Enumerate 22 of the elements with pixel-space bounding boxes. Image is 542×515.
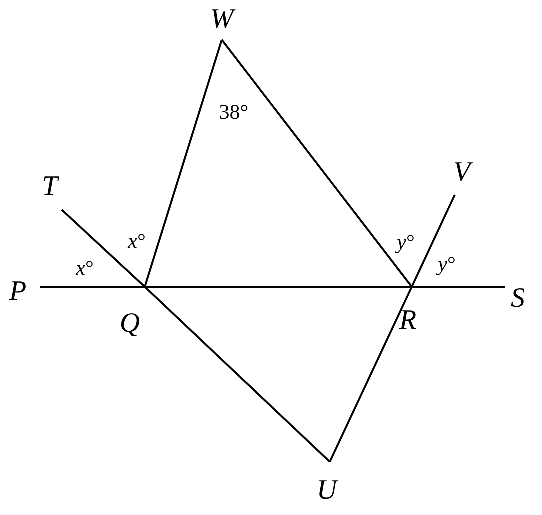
line-segment xyxy=(145,286,412,288)
point-label: U xyxy=(315,476,339,506)
angle-label: y° xyxy=(438,253,456,275)
point-label: S xyxy=(506,284,530,314)
line-segment xyxy=(61,209,146,288)
angle-label: x° xyxy=(76,257,94,279)
line-segment xyxy=(411,194,456,288)
point-label: R xyxy=(396,306,420,336)
line-segment xyxy=(221,39,413,288)
line-segment xyxy=(144,286,331,463)
line-segment xyxy=(40,286,145,288)
angle-label: x° xyxy=(128,230,146,252)
point-label: P xyxy=(6,277,30,307)
angle-label: 38° xyxy=(219,101,249,123)
line-segment xyxy=(329,286,413,462)
point-label: W xyxy=(210,5,234,35)
line-segment xyxy=(412,286,505,288)
point-label: V xyxy=(450,158,474,188)
point-label: T xyxy=(38,172,62,202)
angle-label: y° xyxy=(397,231,415,253)
point-label: Q xyxy=(118,309,142,339)
line-segment xyxy=(144,40,223,288)
